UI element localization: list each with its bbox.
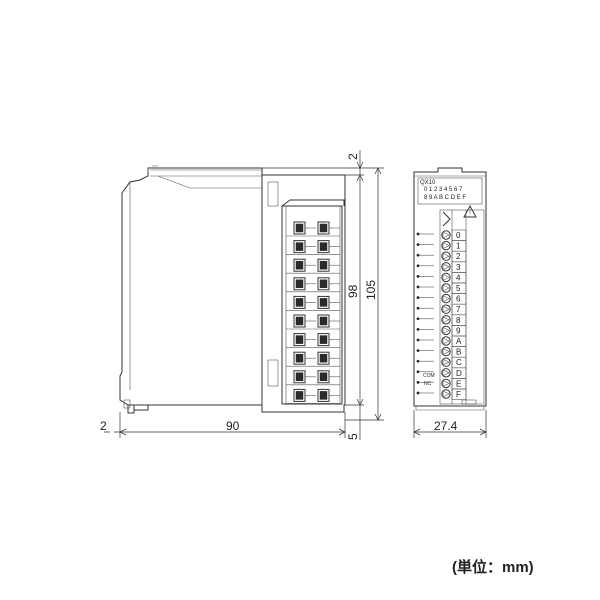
terminal-label: 6 [456, 295, 461, 304]
terminal-screw [317, 314, 340, 328]
front-terminal: F [416, 388, 467, 400]
dim-width-27-4: 27.4 [434, 419, 458, 433]
terminal-label: B [456, 348, 461, 357]
front-terminal: E [416, 378, 467, 390]
front-terminal: 0 [416, 229, 467, 241]
terminal-screw [317, 295, 340, 309]
terminal-label: C [456, 358, 462, 367]
terminal-label: 1 [456, 242, 461, 251]
nc-label: NC [424, 381, 432, 387]
side-terminal-screws [286, 221, 340, 404]
terminal-screw [317, 351, 340, 365]
front-terminal: 8 [416, 314, 467, 326]
dim-depth-90: 90 [226, 419, 240, 433]
terminal-label: D [456, 369, 462, 378]
front-terminal: 4 [416, 272, 467, 284]
terminal-screw [317, 221, 340, 235]
terminal-screw [293, 333, 316, 347]
model-label: QX10 [420, 180, 436, 186]
terminal-screw [317, 277, 340, 291]
front-terminal: 1 [416, 240, 467, 252]
front-terminal: 7 [416, 303, 467, 316]
terminal-screw [317, 388, 340, 402]
dim-height-105: 105 [364, 280, 378, 300]
terminal-label: A [456, 337, 462, 346]
front-terminal: 3 [416, 261, 467, 273]
terminal-label: 3 [456, 263, 461, 272]
terminal-screw [317, 370, 340, 384]
dim-left-offset-2: 2 [100, 419, 107, 433]
dimension-lines [104, 150, 487, 440]
terminal-screw [293, 351, 316, 365]
terminal-label: E [456, 379, 461, 388]
front-terminal: A [416, 335, 467, 347]
terminal-label: 0 [456, 231, 461, 240]
terminal-screw [317, 258, 340, 272]
terminal-screw [293, 388, 316, 402]
terminal-screw [293, 221, 316, 235]
terminal-screw [317, 333, 340, 347]
terminal-screw [293, 314, 316, 328]
terminal-label: 2 [456, 252, 461, 261]
chevron-right-icon [442, 211, 451, 227]
dim-bottom-offset-5: 5 [346, 433, 360, 440]
led-row-2: 8 9 A B C D E F [424, 195, 466, 201]
unit-label: (単位：mm) [452, 559, 534, 576]
terminal-label: 7 [456, 305, 461, 314]
terminal-label: 4 [456, 273, 461, 282]
terminal-label: F [456, 390, 461, 399]
terminal-screw [293, 258, 316, 272]
dim-height-98: 98 [346, 284, 360, 298]
terminal-label: 8 [456, 316, 461, 325]
front-terminal: C [416, 356, 467, 369]
front-terminal: 9 [416, 325, 467, 337]
front-terminal: 5 [416, 282, 467, 294]
side-view [119, 165, 346, 414]
front-terminal: 6 [416, 293, 467, 305]
dim-top-offset-2: 2 [346, 153, 360, 160]
terminal-screw [317, 240, 340, 254]
terminal-screw [293, 240, 316, 254]
front-terminal: 2 [416, 250, 467, 263]
terminal-screw [293, 370, 316, 384]
com-label: COM [423, 373, 435, 379]
terminal-screw [293, 295, 316, 309]
terminal-label: 5 [456, 284, 461, 293]
front-terminal: B [416, 346, 467, 358]
led-row-1: 0 1 2 3 4 5 6 7 [424, 187, 463, 193]
terminal-screw [293, 277, 316, 291]
terminal-label: 9 [456, 326, 461, 335]
